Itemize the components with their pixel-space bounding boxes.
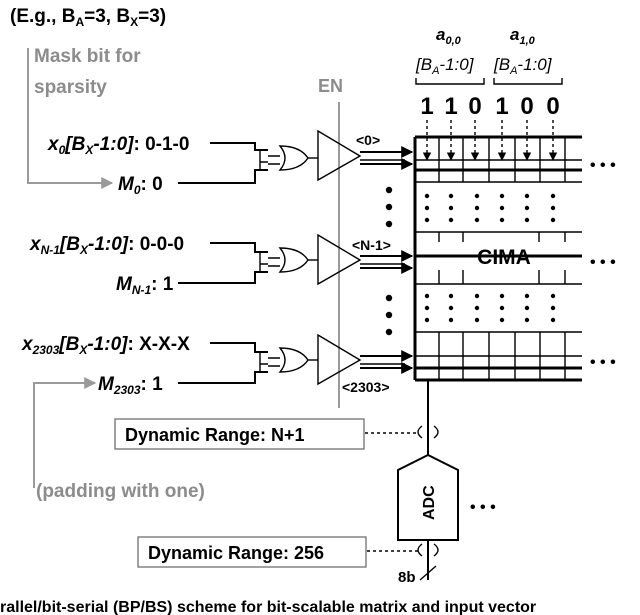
weight-bit-4: 1 [495, 93, 508, 120]
adc-block [397, 453, 459, 541]
mask-mn1-label: MN-1: 1 [116, 274, 174, 297]
bitline-probe-1 [417, 425, 439, 439]
mask-m0-label: M0: 0 [118, 174, 163, 197]
weight-bit-5: 0 [520, 93, 533, 120]
bracket-a00 [415, 78, 485, 85]
adc-ellipsis: • • • [470, 499, 496, 516]
padding-note-arrow [33, 377, 97, 488]
column-label-a10: a1,0 [510, 25, 536, 47]
column-label-a00: a0,0 [436, 25, 462, 47]
driver-tag-n1: <N-1> [352, 237, 391, 253]
mask-note-line1: Mask bit for [34, 46, 141, 67]
rown1-logic [178, 233, 414, 286]
mask-note-line2: sparsity [34, 77, 107, 98]
input-x2303-label: x2303[BX-1:0]: X-X-X [21, 334, 190, 357]
dynamic-range-1-text: Dynamic Range: N+1 [125, 425, 305, 445]
cima-array: CIMA [413, 135, 582, 382]
adc-label: ADC [421, 485, 438, 520]
bit-arrows [422, 120, 558, 161]
input-x0-label: x0[BX-1:0]: 0-1-0 [47, 134, 189, 157]
weight-bit-2: 1 [444, 93, 457, 120]
driver-gap-dots-upper [385, 186, 393, 228]
mask-m2303-label: M2303: 1 [98, 374, 163, 397]
column-range-a00: [BA-1:0] [415, 55, 475, 77]
weight-bit-6: 0 [546, 93, 559, 120]
driver-tag-0: <0> [356, 132, 380, 148]
bus-width-slash [419, 565, 437, 581]
array-row-ellipsis-top: • • • [590, 157, 616, 174]
weight-bit-3: 0 [468, 93, 481, 120]
dynamic-range-2-text: Dynamic Range: 256 [148, 543, 324, 563]
array-row-ellipsis-mid: • • • [590, 254, 616, 271]
driver-tag-2303: <2303> [342, 379, 390, 395]
column-range-a10: [BA-1:0] [493, 55, 553, 77]
input-xn1-label: xN-1[BX-1:0]: 0-0-0 [29, 234, 184, 257]
mask-note-arrow [27, 48, 114, 189]
figure-caption: rallel/bit-serial (BP/BS) scheme for bit… [0, 599, 536, 615]
bracket-a10 [493, 78, 563, 85]
weight-bit-1: 1 [420, 93, 433, 120]
cima-label: CIMA [477, 246, 531, 269]
dynamic-range-1-box [114, 418, 365, 450]
dynamic-range-2-box [137, 536, 367, 568]
driver-gap-dots-lower [385, 294, 393, 336]
example-header: (E.g., BA=3, BX=3) [10, 6, 166, 29]
array-row-ellipsis-bottom: • • • [590, 354, 616, 371]
row2303-logic [178, 333, 414, 386]
row0-logic [178, 129, 414, 184]
bitline-probe-2 [417, 543, 439, 557]
output-bits-label: 8b [398, 569, 416, 586]
padding-note: (padding with one) [36, 481, 205, 502]
enable-label: EN [318, 76, 343, 96]
